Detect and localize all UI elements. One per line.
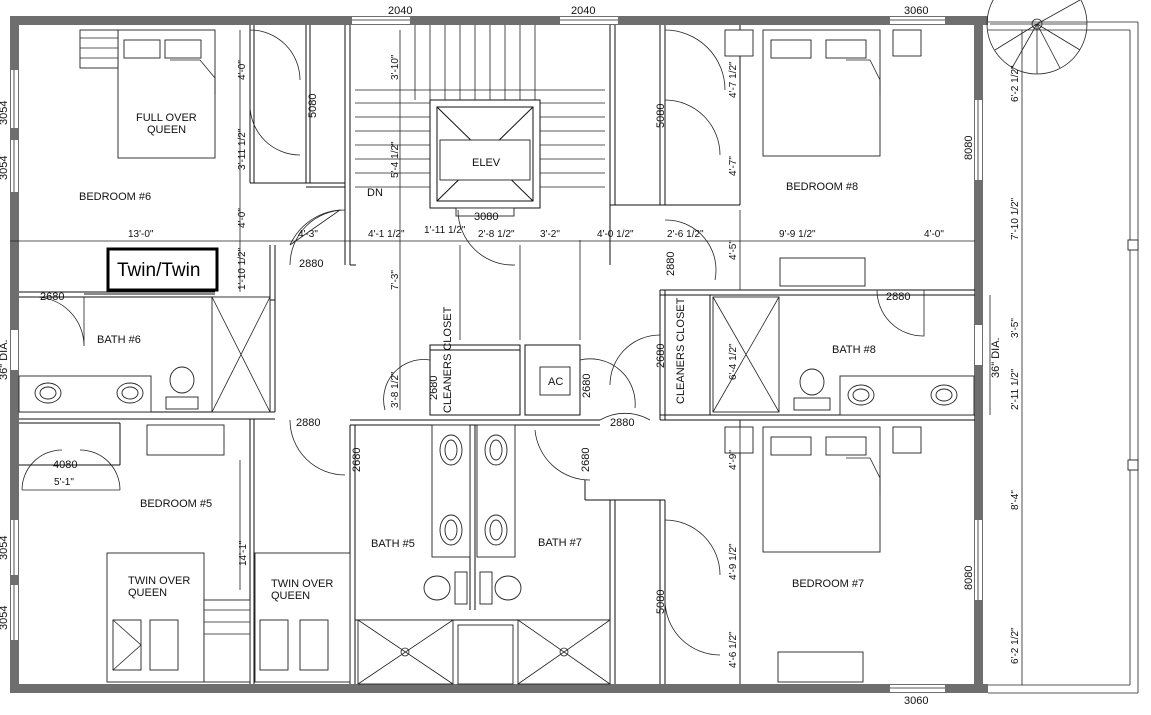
bed-label: QUEEN <box>128 587 167 599</box>
dimension-label: 6'-2 1/2" <box>1010 627 1021 664</box>
dimension-label: 4'-9" <box>728 450 739 470</box>
bedroom-6-label: BEDROOM #6 <box>79 191 151 203</box>
door-tag: 3080 <box>474 211 498 223</box>
dimension-label: 7'-10 1/2" <box>1010 197 1021 240</box>
dimension-label: 8'-4" <box>1010 490 1021 510</box>
door-tag: 8080 <box>963 136 975 160</box>
callout-text: Twin/Twin <box>117 260 200 281</box>
dimension-label: 3'-11 1/2" <box>237 128 248 170</box>
dimension-label: 4'-0" <box>237 60 248 80</box>
door-tag: 5080 <box>655 590 667 614</box>
door-tag: 2880 <box>665 252 677 276</box>
door-tags: 2040 2040 3060 3060 2880 2880 2880 2880 … <box>0 5 1002 707</box>
room-labels: BEDROOM #6 BEDROOM #8 BEDROOM #5 BEDROOM… <box>79 157 876 590</box>
bath-8-label: BATH #8 <box>832 344 876 356</box>
door-tag: 3054 <box>0 606 10 630</box>
door-tag: 3054 <box>0 536 10 560</box>
door-tag: 3060 <box>904 5 928 17</box>
bed-label: FULL OVER <box>136 112 197 124</box>
door-tag: 8080 <box>963 566 975 590</box>
furniture <box>79 29 922 683</box>
bed-label: TWIN OVER <box>271 578 333 590</box>
bath-5-label: BATH #5 <box>371 538 415 550</box>
bath-6-label: BATH #6 <box>97 334 141 346</box>
window-tag: 36" DIA. <box>990 337 1002 378</box>
door-tag: 5080 <box>655 104 667 128</box>
door-tag: 2680 <box>351 448 363 472</box>
door-tag: 3060 <box>904 695 928 707</box>
dimension-label: 3'-8 1/2" <box>390 371 401 408</box>
bedroom-7-label: BEDROOM #7 <box>792 578 864 590</box>
dimension-label: 13'-0" <box>128 229 154 240</box>
bed-label: QUEEN <box>147 124 186 136</box>
dimension-label: 4'-6 1/2" <box>728 631 739 668</box>
door-tag: 2880 <box>299 258 323 270</box>
door-swings <box>21 29 925 656</box>
door-tag: 5080 <box>307 94 319 118</box>
bed-labels: FULL OVER QUEEN TWIN OVER QUEEN TWIN OVE… <box>128 112 333 602</box>
dimension-label: 4'-5" <box>728 240 739 260</box>
cleaners-closet-label-right: CLEANERS CLOSET <box>675 297 687 404</box>
dimension-label: 4'-9 1/2" <box>728 543 739 580</box>
dimension-label: 5'-4 1/2" <box>390 141 401 178</box>
dimension-label: 5'-1" <box>54 477 74 488</box>
bath-7-label: BATH #7 <box>538 537 582 549</box>
fixtures <box>18 207 975 685</box>
stair-down-label: DN <box>367 187 383 199</box>
dimension-label: 2'-6 1/2" <box>667 229 704 240</box>
door-tag: 3054 <box>0 156 10 180</box>
door-tag: 2040 <box>571 5 595 17</box>
bed-label: TWIN OVER <box>128 575 190 587</box>
door-tag: 4080 <box>53 459 77 471</box>
twin-twin-callout: Twin/Twin <box>106 247 219 292</box>
dimension-label: 6'-4 1/2" <box>728 343 739 380</box>
cleaners-closet-label-left: CLEANERS CLOSET <box>442 306 454 413</box>
bed-label: QUEEN <box>271 590 310 602</box>
bedroom-5-label: BEDROOM #5 <box>140 498 212 510</box>
door-tag: 2880 <box>296 417 320 429</box>
dimension-label: 4'-7 1/2" <box>728 61 739 98</box>
exterior-walls <box>10 16 988 693</box>
dimension-label: 6'-2 1/2" <box>1010 65 1021 102</box>
door-tag: 2680 <box>581 374 593 398</box>
dimension-label: 4'-1 1/2" <box>368 229 405 240</box>
bedroom-8-label: BEDROOM #8 <box>786 181 858 193</box>
dimension-label: 4'-0 1/2" <box>597 229 634 240</box>
dimension-label: 7'-3" <box>390 270 401 290</box>
dimension-label: 3'-10" <box>390 54 401 80</box>
stair <box>355 25 605 188</box>
dimension-label: 9'-9 1/2" <box>779 229 816 240</box>
door-tag: 2680 <box>40 291 64 303</box>
door-tag: 3054 <box>0 101 10 125</box>
door-tag: 2880 <box>610 417 634 429</box>
dimension-label: 1'-10 1/2" <box>237 247 248 290</box>
dimension-label: 14'-1" <box>238 540 249 566</box>
dimension-label: 4'-0" <box>237 208 248 228</box>
door-tag: 2680 <box>428 376 440 400</box>
ac-label: AC <box>548 376 563 388</box>
dimension-lines <box>10 30 1023 685</box>
dimension-label: 2'-11 1/2" <box>1010 368 1021 410</box>
dimension-label: 3'-2" <box>540 229 560 240</box>
window-tag: 36" DIA. <box>0 339 10 380</box>
elevator-label: ELEV <box>472 157 501 169</box>
door-tag: 2680 <box>580 448 592 472</box>
dimension-label: 4'-7" <box>728 156 739 176</box>
dimension-label: 3'-5" <box>1010 318 1021 338</box>
dimension-labels: 13'-0" 4'-3" 4'-1 1/2" 1'-11 1/2" 2'-8 1… <box>54 54 1021 668</box>
dimension-label: 4'-3" <box>298 229 318 240</box>
dimension-label: 4'-0" <box>924 229 944 240</box>
deck <box>986 0 1139 694</box>
dimension-label: 2'-8 1/2" <box>478 229 515 240</box>
door-tag: 2880 <box>886 291 910 303</box>
door-tag: 2040 <box>388 5 412 17</box>
door-tag: 2680 <box>655 344 667 368</box>
dimension-label: 1'-11 1/2" <box>424 225 466 236</box>
